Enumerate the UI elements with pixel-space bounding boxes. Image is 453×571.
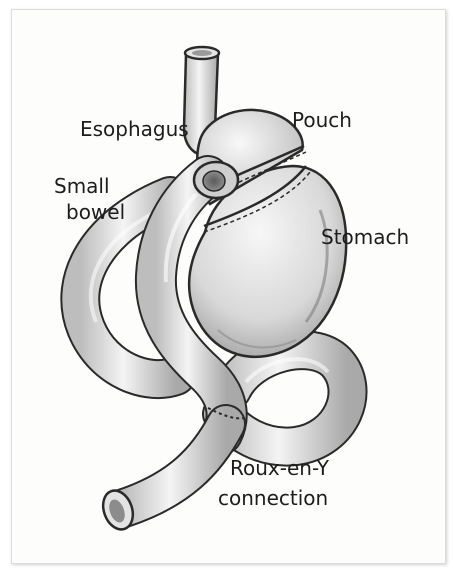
label-rouxeny-line1: Roux-en-Y [230, 456, 330, 480]
label-pouch: Pouch [292, 108, 352, 132]
outgoing-bowel [98, 424, 226, 534]
pouch-anastomosis [194, 162, 238, 198]
label-small-bowel-line2: bowel [66, 200, 125, 224]
label-stomach: Stomach [321, 225, 409, 249]
label-esophagus: Esophagus [80, 117, 189, 141]
label-rouxeny-line2: connection [218, 486, 328, 510]
label-small-bowel-line1: Small [54, 174, 110, 198]
